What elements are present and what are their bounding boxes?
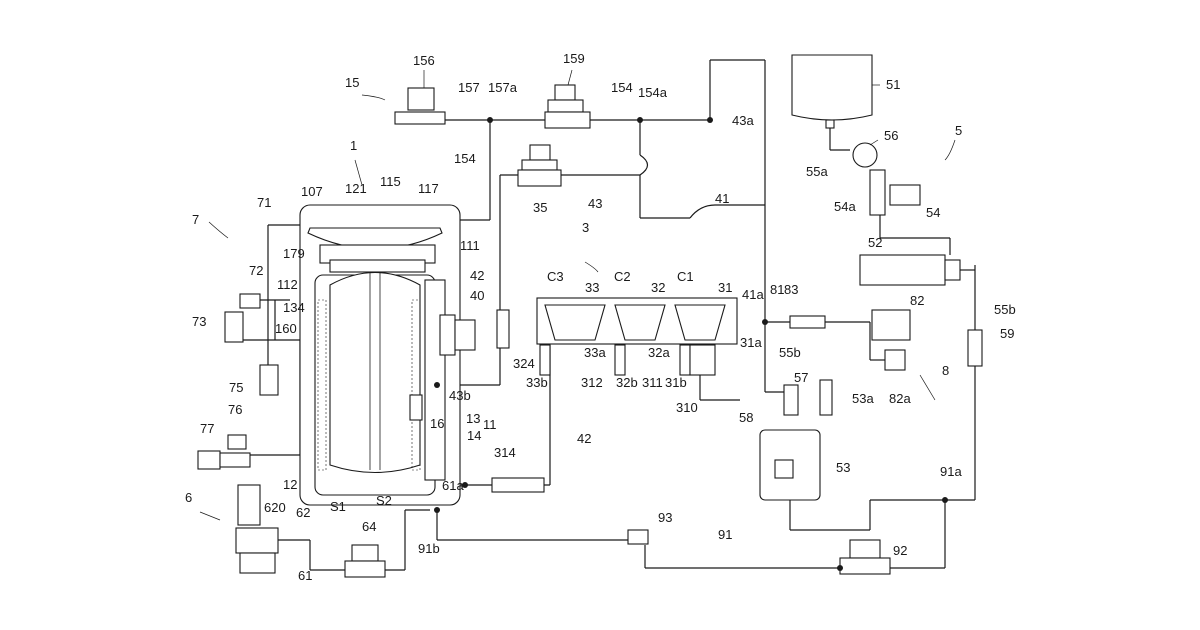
label-S1: S1 bbox=[330, 499, 346, 514]
label-14: 14 bbox=[467, 428, 481, 443]
label-312: 312 bbox=[581, 375, 603, 390]
label-107: 107 bbox=[301, 184, 323, 199]
label-41: 41 bbox=[715, 191, 729, 206]
label-42a: 42 bbox=[470, 268, 484, 283]
label-33: 33 bbox=[585, 280, 599, 295]
label-154a: 154a bbox=[638, 85, 668, 100]
label-154b: 154 bbox=[454, 151, 476, 166]
label-157a: 157a bbox=[488, 80, 518, 95]
label-311: 311 bbox=[642, 375, 663, 390]
label-C1: C1 bbox=[677, 269, 694, 284]
label-32a: 32a bbox=[648, 345, 670, 360]
label-156: 156 bbox=[413, 53, 435, 68]
label-82: 82 bbox=[910, 293, 924, 308]
label-121: 121 bbox=[345, 181, 367, 196]
label-43a: 43a bbox=[732, 113, 754, 128]
label-C2: C2 bbox=[614, 269, 631, 284]
label-160: 160 bbox=[275, 321, 297, 336]
label-77: 77 bbox=[200, 421, 214, 436]
label-314: 314 bbox=[494, 445, 516, 460]
label-12: 12 bbox=[283, 477, 297, 492]
label-55b2: 55b bbox=[779, 345, 801, 360]
label-82a: 82a bbox=[889, 391, 911, 406]
label-54a: 54a bbox=[834, 199, 856, 214]
label-56: 56 bbox=[884, 128, 898, 143]
label-73: 73 bbox=[192, 314, 206, 329]
label-112: 112 bbox=[277, 277, 298, 292]
label-71: 71 bbox=[257, 195, 271, 210]
label-40: 40 bbox=[470, 288, 484, 303]
label-111: 111 bbox=[460, 238, 480, 253]
label-61: 61 bbox=[298, 568, 312, 583]
label-5: 5 bbox=[955, 123, 962, 138]
label-92: 92 bbox=[893, 543, 907, 558]
label-64: 64 bbox=[362, 519, 376, 534]
label-33a: 33a bbox=[584, 345, 606, 360]
label-S2: S2 bbox=[376, 493, 392, 508]
label-91b: 91b bbox=[418, 541, 440, 556]
label-15: 15 bbox=[345, 75, 359, 90]
label-31: 31 bbox=[718, 280, 732, 295]
label-91a: 91a bbox=[940, 464, 962, 479]
label-620: 620 bbox=[264, 500, 286, 515]
label-13: 13 bbox=[466, 411, 480, 426]
label-32b: 32b bbox=[616, 375, 638, 390]
label-54: 54 bbox=[926, 205, 940, 220]
main-tank-assembly bbox=[300, 205, 460, 505]
label-7: 7 bbox=[192, 212, 199, 227]
label-75: 75 bbox=[229, 380, 243, 395]
label-76: 76 bbox=[228, 402, 242, 417]
label-59: 59 bbox=[1000, 326, 1014, 341]
label-31a: 31a bbox=[740, 335, 762, 350]
label-8: 8 bbox=[942, 363, 949, 378]
label-42b: 42 bbox=[577, 431, 591, 446]
label-159: 159 bbox=[563, 51, 585, 66]
label-134: 134 bbox=[283, 300, 305, 315]
label-33b: 33b bbox=[526, 375, 548, 390]
label-324: 324 bbox=[513, 356, 535, 371]
label-62: 62 bbox=[296, 505, 310, 520]
label-57: 57 bbox=[794, 370, 808, 385]
label-51: 51 bbox=[886, 77, 900, 92]
label-157: 157 bbox=[458, 80, 480, 95]
label-93: 93 bbox=[658, 510, 672, 525]
label-154: 154 bbox=[611, 80, 633, 95]
valve-156 bbox=[408, 88, 434, 110]
label-43b: 43b bbox=[449, 388, 471, 403]
label-61a: 61a bbox=[442, 478, 464, 493]
label-179: 179 bbox=[283, 246, 305, 261]
label-41a: 41a bbox=[742, 287, 764, 302]
label-43: 43 bbox=[588, 196, 602, 211]
label-58: 58 bbox=[739, 410, 753, 425]
label-55b: 55b bbox=[994, 302, 1016, 317]
label-83: 83 bbox=[784, 282, 798, 297]
label-3: 3 bbox=[582, 220, 589, 235]
label-6: 6 bbox=[185, 490, 192, 505]
label-53: 53 bbox=[836, 460, 850, 475]
label-117: 117 bbox=[418, 181, 439, 196]
label-115: 115 bbox=[380, 174, 401, 189]
label-91: 91 bbox=[718, 527, 732, 542]
label-81: 81 bbox=[770, 282, 784, 297]
label-310: 310 bbox=[676, 400, 698, 415]
label-53a: 53a bbox=[852, 391, 874, 406]
label-1: 1 bbox=[350, 138, 357, 153]
label-52: 52 bbox=[868, 235, 882, 250]
label-35: 35 bbox=[533, 200, 547, 215]
label-11: 11 bbox=[483, 417, 497, 432]
label-32: 32 bbox=[651, 280, 665, 295]
label-16: 16 bbox=[430, 416, 444, 431]
label-31b: 31b bbox=[665, 375, 687, 390]
label-55a: 55a bbox=[806, 164, 828, 179]
label-C3: C3 bbox=[547, 269, 564, 284]
label-72: 72 bbox=[249, 263, 263, 278]
